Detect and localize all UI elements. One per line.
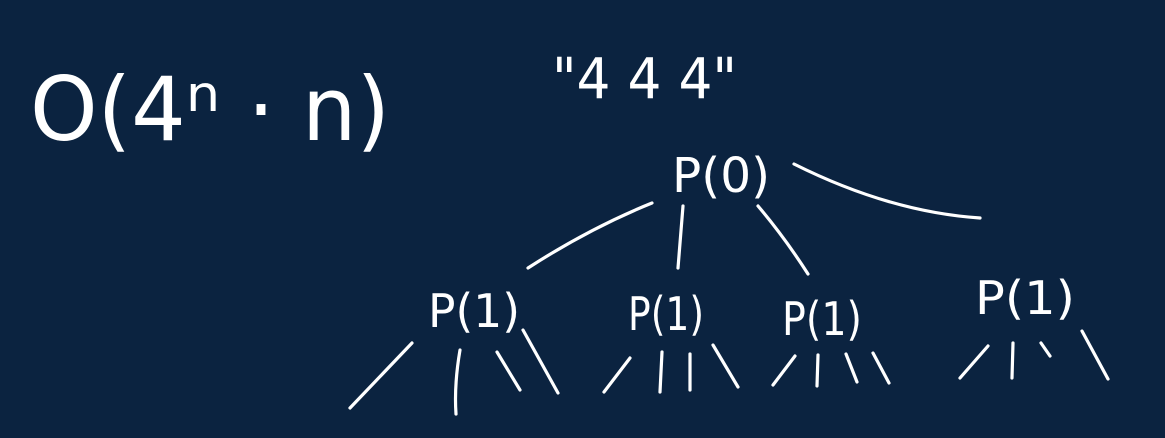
edge-root-to-child-4 <box>792 162 982 220</box>
edge-root-to-child-2 <box>676 204 685 270</box>
tree-child-node-2: P(1) <box>628 287 704 341</box>
tree-child-node-1: P(1) <box>428 284 520 338</box>
branch-stroke <box>771 354 797 387</box>
branch-stroke <box>521 328 560 395</box>
branch-stroke <box>602 356 632 394</box>
branch-stroke <box>453 348 462 416</box>
input-string-label: "4 4 4" <box>552 47 737 112</box>
branch-stroke <box>1010 341 1015 380</box>
branch-stroke <box>871 351 891 385</box>
tree-child-node-4: P(1) <box>975 271 1075 325</box>
branch-stroke <box>958 344 990 380</box>
branches-under-child-3 <box>771 351 891 388</box>
branch-stroke <box>815 353 820 388</box>
branch-stroke <box>1080 329 1110 381</box>
branch-stroke <box>711 343 740 389</box>
edge-root-to-child-1 <box>526 201 654 270</box>
branches-under-child-1 <box>348 328 560 416</box>
branches-under-child-4 <box>958 329 1110 381</box>
tree-child-node-3: P(1) <box>782 292 862 346</box>
branch-stroke <box>844 352 859 384</box>
root-edges <box>526 162 982 276</box>
complexity-expression: O(4ⁿ · n) <box>30 58 390 161</box>
branch-stroke <box>348 341 414 410</box>
edge-root-to-child-3 <box>756 204 810 276</box>
branch-stroke <box>1039 341 1052 358</box>
branches-under-child-2 <box>602 343 740 394</box>
branch-stroke <box>658 350 664 394</box>
branch-stroke <box>495 350 522 392</box>
tree-root-node: P(0) <box>672 148 770 204</box>
